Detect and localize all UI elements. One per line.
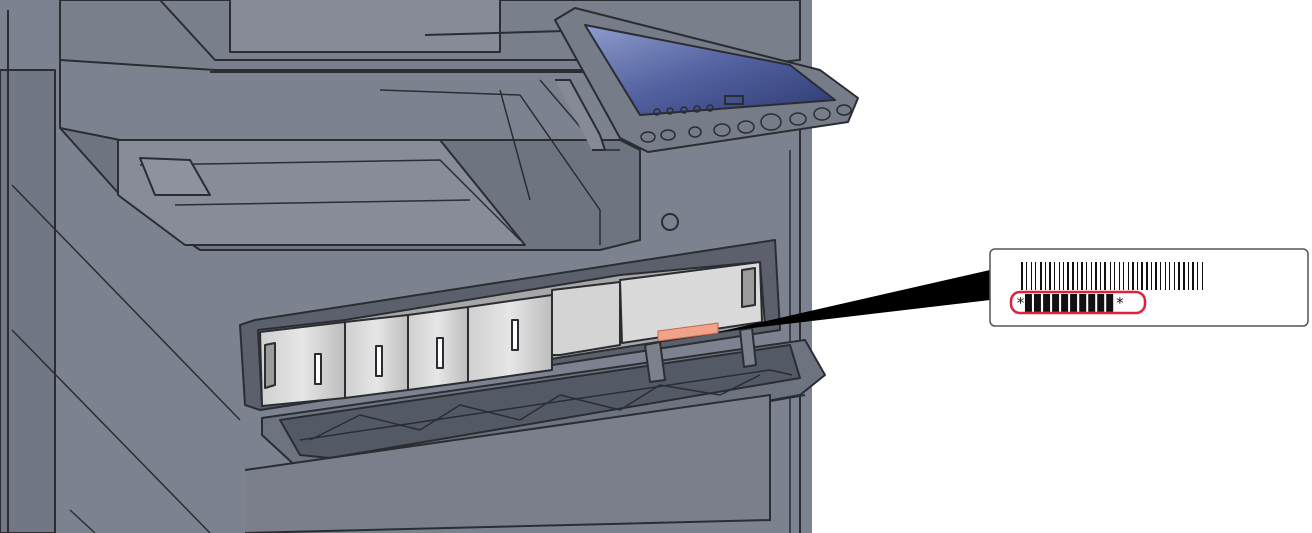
callout-pointer bbox=[718, 270, 990, 332]
barcode-bar bbox=[1049, 262, 1051, 290]
barcode-bar bbox=[1095, 262, 1097, 290]
barcode-bar bbox=[1169, 262, 1170, 290]
serial-label-patch bbox=[657, 322, 719, 342]
barcode-bar bbox=[1040, 262, 1042, 290]
barcode-bar bbox=[1021, 262, 1023, 290]
barcode-bar bbox=[1067, 262, 1069, 290]
barcode-bar bbox=[1035, 262, 1036, 290]
barcode-bar bbox=[1178, 262, 1180, 290]
barcode-bar bbox=[1192, 262, 1194, 290]
barcode-bar bbox=[1123, 262, 1124, 290]
barcode bbox=[1021, 262, 1203, 290]
barcode-bar bbox=[1137, 262, 1138, 290]
barcode-bar bbox=[1202, 262, 1203, 290]
front-cover bbox=[261, 327, 826, 481]
barcode-bar bbox=[1119, 262, 1120, 290]
barcode-bar bbox=[1026, 262, 1027, 290]
barcode-bar bbox=[1183, 262, 1185, 290]
barcode-bar bbox=[1059, 262, 1060, 290]
toner-bay bbox=[239, 239, 781, 411]
barcode-bar bbox=[1077, 262, 1078, 290]
serial-callout: *▊▊▊▊▊▊▊▊▊▊* bbox=[989, 248, 1309, 327]
barcode-bar bbox=[1114, 262, 1115, 290]
barcode-bar bbox=[1128, 262, 1129, 290]
barcode-bar bbox=[1100, 262, 1101, 290]
barcode-bar bbox=[1188, 262, 1189, 290]
barcode-bar bbox=[1165, 262, 1166, 290]
barcode-bar bbox=[1151, 262, 1152, 290]
panel-touchscreen bbox=[584, 24, 836, 116]
output-tray bbox=[59, 79, 679, 251]
barcode-bar bbox=[1086, 262, 1087, 290]
serial-number-text: *▊▊▊▊▊▊▊▊▊▊* bbox=[1016, 293, 1124, 312]
barcode-bar bbox=[1091, 262, 1092, 290]
barcode-bar bbox=[1197, 262, 1198, 290]
barcode-bar bbox=[1054, 262, 1055, 290]
barcode-bar bbox=[1072, 262, 1074, 290]
barcode-bar bbox=[1160, 262, 1161, 290]
serial-highlight bbox=[1009, 290, 1147, 315]
barcode-bar bbox=[1141, 262, 1143, 290]
barcode-bar bbox=[1104, 262, 1106, 290]
panel-buttons bbox=[640, 104, 852, 143]
barcode-bar bbox=[1155, 262, 1157, 290]
toner-cartridges bbox=[259, 261, 763, 407]
barcode-bar bbox=[1146, 262, 1148, 290]
barcode-bar bbox=[1132, 262, 1134, 290]
barcode-bar bbox=[1081, 262, 1083, 290]
paper-drawer bbox=[244, 393, 771, 533]
barcode-bar bbox=[1031, 262, 1032, 290]
barcode-bar bbox=[1110, 262, 1111, 290]
barcode-bar bbox=[1045, 262, 1046, 290]
barcode-bar bbox=[1174, 262, 1175, 290]
barcode-bar bbox=[1063, 262, 1064, 290]
operation-panel bbox=[554, 7, 859, 153]
